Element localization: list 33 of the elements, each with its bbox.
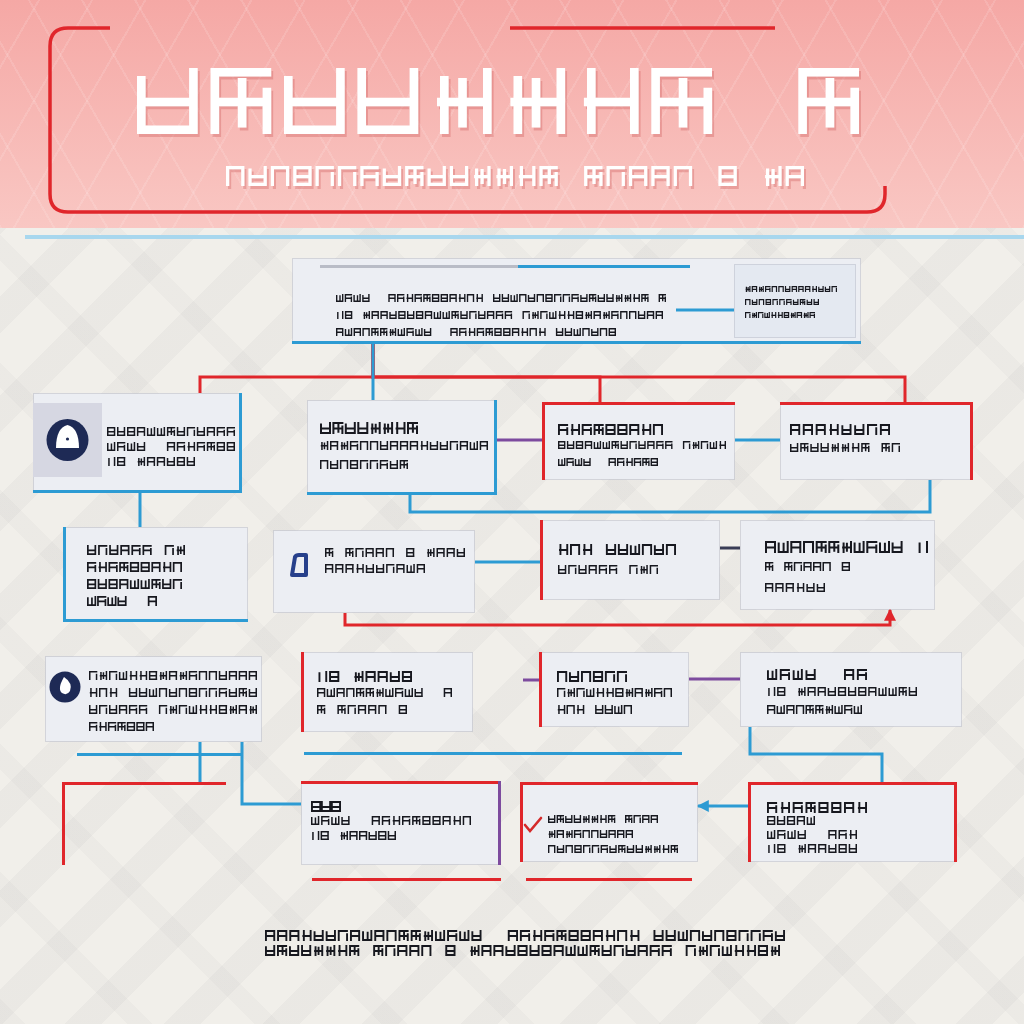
arrow [696,800,748,812]
connector-line [735,438,780,442]
connector-line [408,480,932,514]
summary-box [292,258,861,344]
connector-line [689,677,740,681]
process-box [740,520,935,610]
connector-line [523,678,539,682]
connector-line [240,742,301,806]
connector-line [497,438,542,442]
info-box [734,264,856,338]
connector-line [676,308,734,312]
connector-line [198,742,202,782]
process-box [63,527,248,622]
empty-box [62,782,226,865]
connector-line [748,727,884,782]
glyph-scribbles [265,930,785,956]
connector-line [720,546,740,550]
process-box [780,402,973,480]
process-box [520,782,698,862]
connector-line [475,560,540,564]
process-box [273,530,475,613]
process-box [307,400,497,495]
process-box [45,656,262,742]
process-box [301,781,501,865]
process-box [540,520,720,600]
process-box [748,782,957,862]
process-box [539,652,689,727]
process-box [301,652,473,732]
connector-line [138,493,142,527]
connector-line [371,344,375,400]
process-box [740,652,962,727]
process-box [542,402,735,480]
arrow [343,608,896,627]
